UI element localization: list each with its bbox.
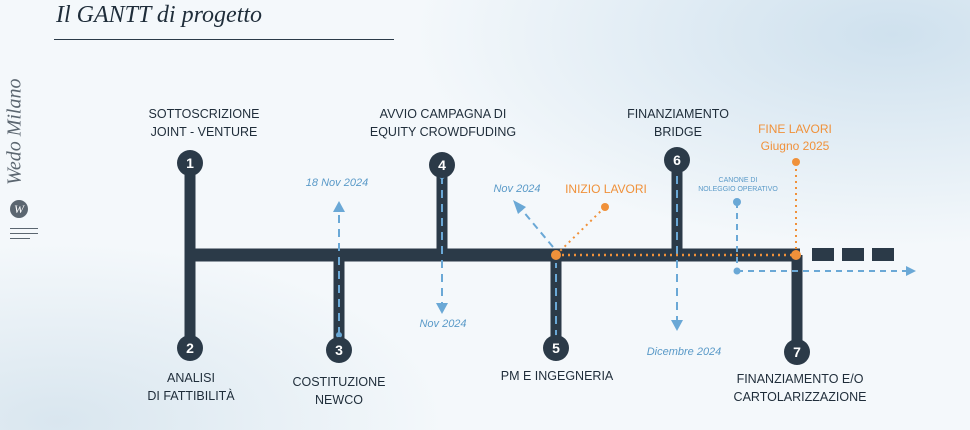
arrow-5-head	[513, 200, 526, 214]
fine-marker	[791, 250, 801, 260]
milestone-label-1-line1: SOTTOSCRIZIONE	[148, 107, 260, 121]
inizio-marker	[551, 250, 561, 260]
milestone-node-6: 6	[664, 147, 690, 173]
title-underline	[54, 39, 394, 40]
brand-logo-icon: W	[10, 200, 28, 218]
date-label-3: 18 Nov 2024	[305, 177, 369, 189]
milestone-label-6-line1: FINANZIAMENTO	[627, 107, 729, 121]
arrow-3-dot	[336, 332, 342, 338]
track-dash-2	[842, 248, 864, 261]
canone-label: CANONE DI NOLEGGIO OPERATIVO	[698, 176, 778, 194]
milestone-label-3-line2: NEWCO	[315, 393, 363, 407]
milestone-number-7: 7	[793, 344, 801, 360]
page-title: Il GANTT di progetto	[56, 2, 263, 28]
milestone-node-2: 2	[177, 335, 203, 361]
milestone-label-2-line2: DI FATTIBILITÀ	[147, 389, 235, 403]
inizio-lavori-line	[555, 206, 606, 256]
milestone-number-1: 1	[186, 155, 194, 171]
milestone-label-3-line1: COSTITUZIONE	[292, 375, 386, 389]
milestone-label-5-line1: PM E INGEGNERIA	[500, 369, 614, 383]
date-label-4: Nov 2024	[419, 318, 467, 330]
fine-lavori-dot	[792, 158, 800, 166]
fine-lavori-line1: FINE LAVORI	[758, 122, 832, 136]
inizio-lavori-label: INIZIO LAVORI	[565, 182, 647, 196]
milestone-node-4: 4	[429, 152, 455, 178]
milestone-label-1-line2: JOINT - VENTURE	[150, 125, 258, 139]
canone-label-line1: CANONE DI	[718, 177, 758, 184]
milestone-label-2: ANALISI DI FATTIBILITÀ	[147, 369, 234, 405]
track-dash-1	[812, 248, 834, 261]
milestone-node-3: 3	[326, 337, 352, 363]
milestone-node-1: 1	[177, 150, 203, 176]
milestone-number-5: 5	[552, 340, 560, 356]
milestone-label-7: FINANZIAMENTO E/O CARTOLARIZZAZIONE	[734, 370, 867, 406]
milestone-number-4: 4	[438, 157, 446, 173]
milestone-label-1: SOTTOSCRIZIONE JOINT - VENTURE	[149, 105, 260, 141]
milestone-label-3: COSTITUZIONE NEWCO	[292, 373, 385, 409]
canone-dot	[733, 198, 741, 206]
milestone-label-4-line1: AVVIO CAMPAGNA DI	[379, 107, 507, 121]
brand-lines	[10, 228, 38, 240]
milestone-label-2-line1: ANALISI	[167, 371, 215, 385]
milestone-label-5: PM E INGEGNERIA	[501, 367, 614, 385]
canone-label-line2: NOLEGGIO OPERATIVO	[698, 186, 778, 193]
arrow-3-head	[333, 201, 345, 212]
fine-lavori-line2: Giugno 2025	[760, 139, 830, 153]
milestone-label-4-line2: EQUITY CROWDFUDING	[369, 125, 517, 139]
milestone-number-2: 2	[186, 340, 194, 356]
fine-lavori-label: FINE LAVORI Giugno 2025	[758, 121, 832, 155]
track-dash-3	[872, 248, 894, 261]
milestone-number-6: 6	[673, 152, 681, 168]
milestone-label-7-line2: CARTOLARIZZAZIONE	[733, 390, 867, 404]
milestone-node-7: 7	[784, 339, 810, 365]
milestone-label-6-line2: BRIDGE	[654, 125, 702, 139]
milestone-node-5: 5	[543, 335, 569, 361]
milestone-label-4: AVVIO CAMPAGNA DI EQUITY CROWDFUDING	[370, 105, 516, 141]
brand: Wedo Milano W	[2, 70, 38, 240]
canone-arrow-head	[906, 266, 916, 276]
milestone-label-6: FINANZIAMENTO BRIDGE	[627, 105, 729, 141]
inizio-lavori-dot	[601, 203, 609, 211]
arrow-6-head	[671, 320, 683, 331]
arrow-5-line	[521, 209, 554, 248]
date-label-6: Dicembre 2024	[646, 346, 722, 358]
arrow-4-head	[436, 303, 448, 314]
milestone-number-3: 3	[335, 342, 343, 358]
date-label-5: Nov 2024	[493, 183, 541, 195]
milestone-label-7-line1: FINANZIAMENTO E/O	[736, 372, 864, 386]
